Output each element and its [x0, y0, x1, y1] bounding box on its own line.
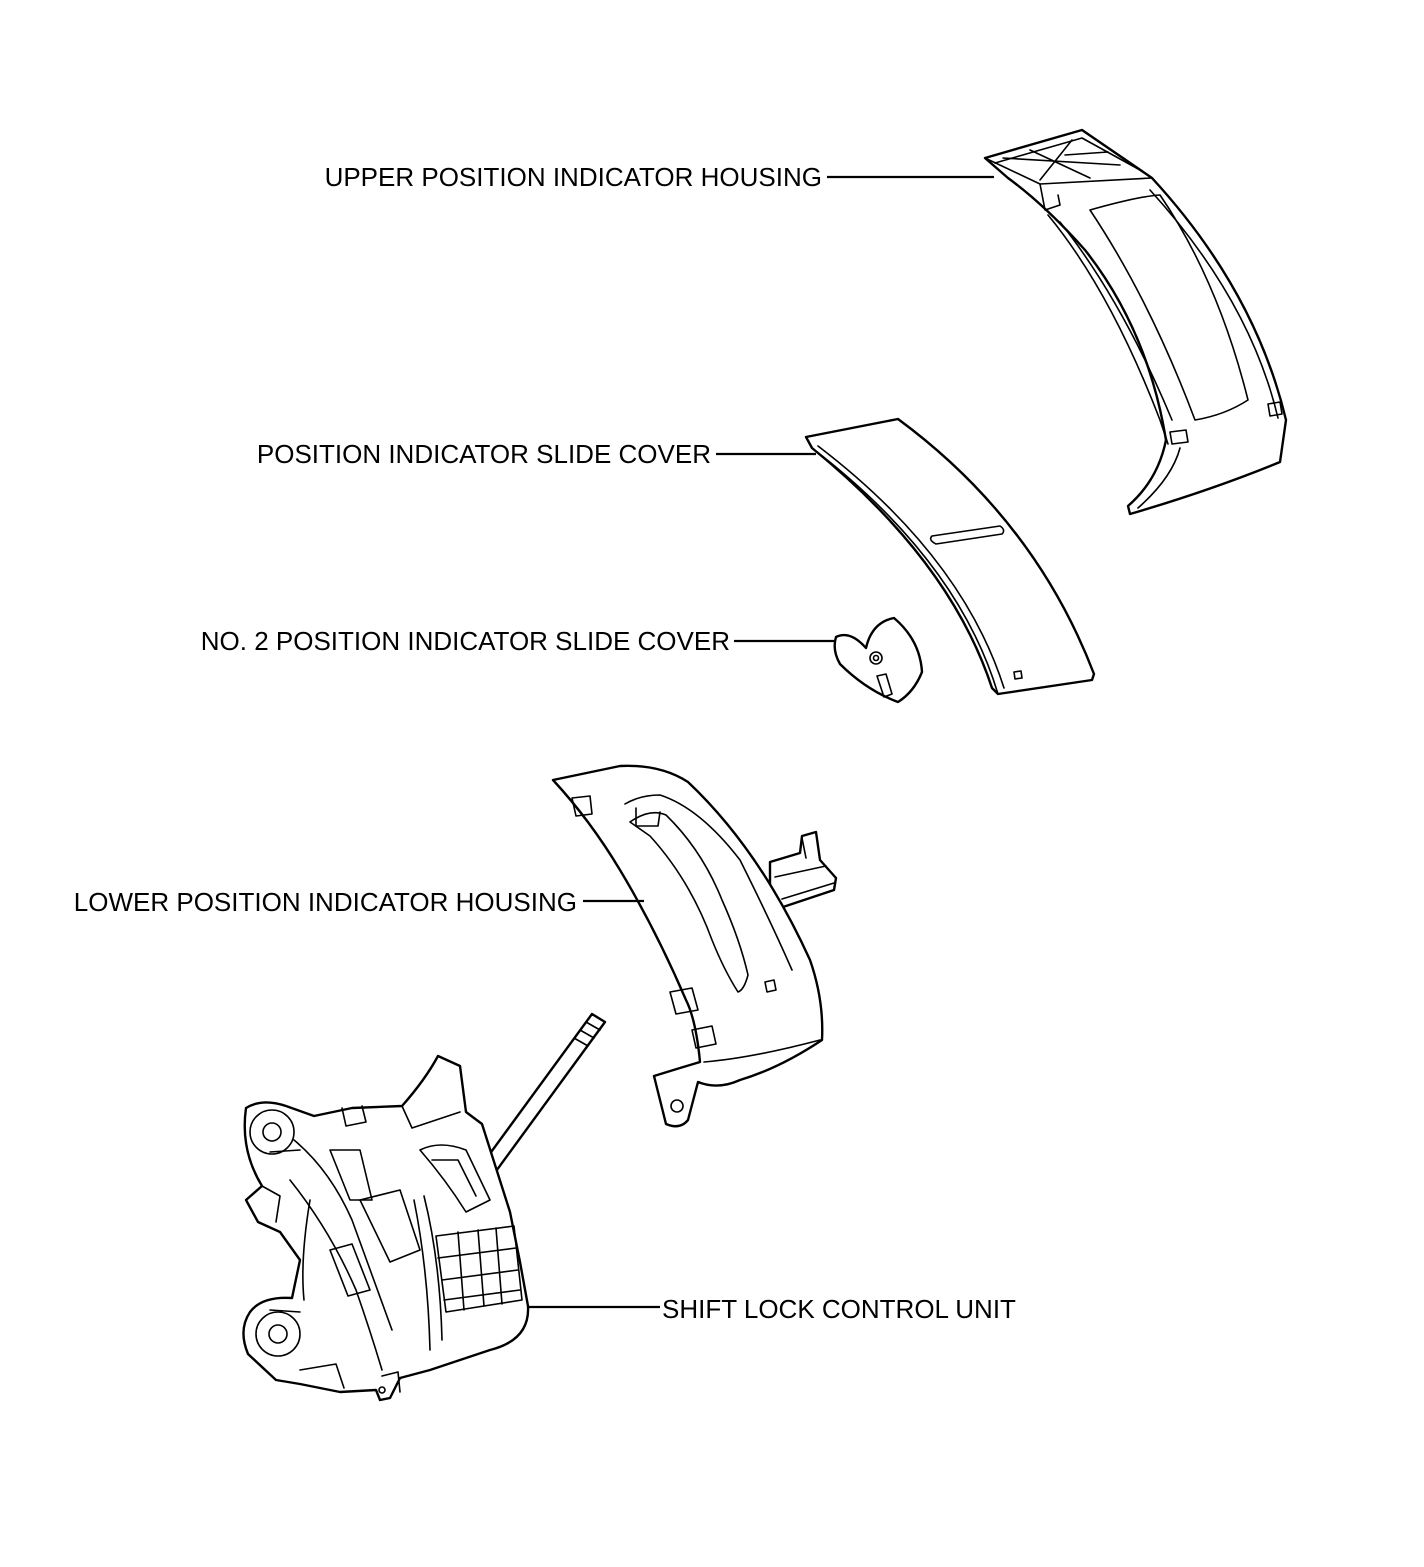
upper-position-indicator-housing [983, 128, 1288, 516]
position-indicator-slide-cover [804, 417, 1096, 696]
lower-position-indicator-housing [551, 764, 838, 1128]
label-shift-lock-control-unit: SHIFT LOCK CONTROL UNIT [662, 1294, 1016, 1324]
label-upper-position-indicator-housing: UPPER POSITION INDICATOR HOUSING [324, 162, 822, 192]
shift-lock-control-unit [242, 1012, 607, 1402]
label-lower-position-indicator-housing: LOWER POSITION INDICATOR HOUSING [73, 887, 577, 917]
leader-lines [528, 175, 994, 1309]
no2-position-indicator-slide-cover [833, 616, 924, 704]
label-position-indicator-slide-cover: POSITION INDICATOR SLIDE COVER [256, 439, 711, 469]
label-no2-position-indicator-slide-cover: NO. 2 POSITION INDICATOR SLIDE COVER [200, 626, 730, 656]
